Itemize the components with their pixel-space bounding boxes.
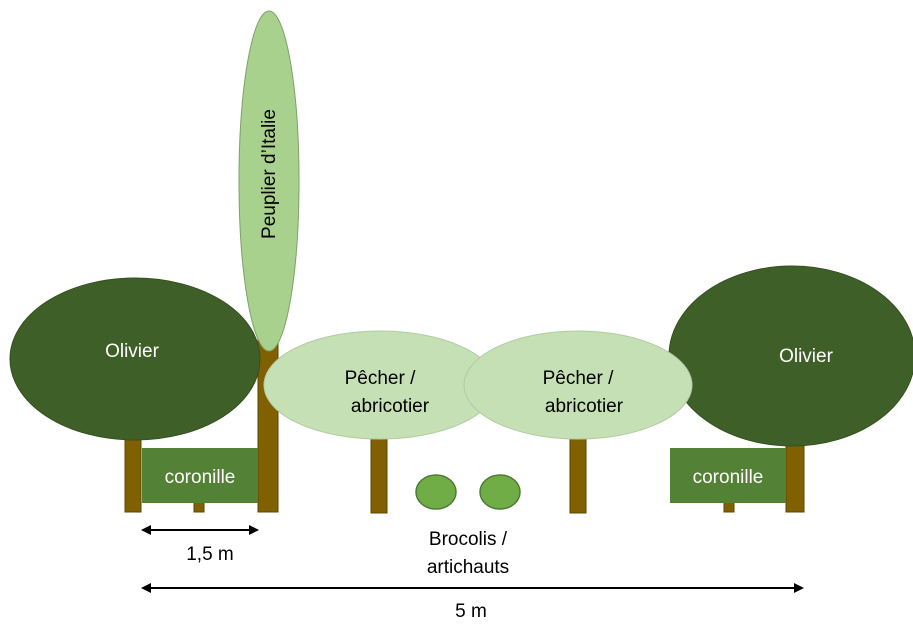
pecher-right-crown <box>463 330 693 440</box>
pecher-right-label-line1: Pêcher / <box>543 368 614 389</box>
peuplier-label: Peuplier d’Italie <box>259 109 280 239</box>
dimension-label-large: 5 m <box>455 601 487 621</box>
pecher-left-label-line2: abricotier <box>351 396 430 417</box>
brocolis-plant-right <box>479 474 521 510</box>
coronille-right-label: coronille <box>693 467 764 488</box>
pecher-right-label-line2: abricotier <box>545 396 624 417</box>
olivier-left-trunk <box>124 429 142 513</box>
peuplier-crown <box>238 10 300 352</box>
pecher-left-label-line1: Pêcher / <box>345 368 416 389</box>
olivier-right-label: Olivier <box>779 346 834 367</box>
brocolis-label-line1: Brocolis / <box>429 529 508 550</box>
brocolis-label-line2: artichauts <box>427 557 509 578</box>
coronille-left-label: coronille <box>165 467 236 488</box>
coronille-left-shrub <box>142 448 258 503</box>
brocolis-plant-left <box>415 474 457 510</box>
olivier-left-label: Olivier <box>105 341 160 362</box>
coronille-right-shrub <box>670 448 786 503</box>
olivier-left-crown <box>9 277 261 441</box>
dimension-label-small: 1,5 m <box>186 544 234 565</box>
